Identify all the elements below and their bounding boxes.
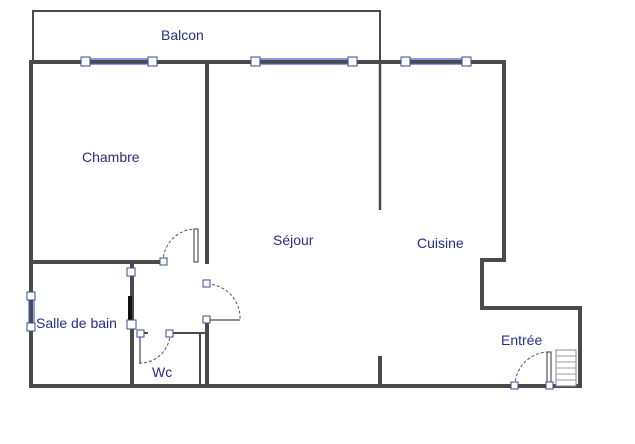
room-label-salle-de-bain: Salle de bain [36, 315, 117, 331]
windows [28, 58, 466, 328]
room-label-chambre: Chambre [82, 149, 140, 165]
balcony-outline [32, 10, 381, 62]
door-entree [514, 351, 550, 387]
room-label-entree: Entrée [501, 332, 542, 348]
door-chambre [162, 228, 197, 263]
window-node [461, 56, 472, 67]
wall-node [126, 267, 136, 277]
room-label-wc: Wc [152, 364, 172, 380]
wall-node [126, 319, 137, 330]
door-hall [206, 283, 241, 321]
interior-walls [29, 60, 382, 388]
doors [136, 228, 554, 390]
window-node [26, 322, 36, 332]
door-wc [139, 332, 171, 364]
room-label-balcon: Balcon [161, 27, 204, 43]
window-node [250, 56, 261, 67]
window-node [347, 56, 358, 67]
window-node [80, 56, 91, 67]
window-node [400, 56, 411, 67]
window-node [147, 56, 158, 67]
window-nodes [26, 56, 472, 332]
room-label-sejour: Séjour [273, 232, 314, 248]
exterior-walls [29, 60, 582, 388]
room-label-cuisine: Cuisine [417, 235, 464, 251]
window-node [26, 291, 36, 301]
entrance-stairs [555, 349, 577, 387]
